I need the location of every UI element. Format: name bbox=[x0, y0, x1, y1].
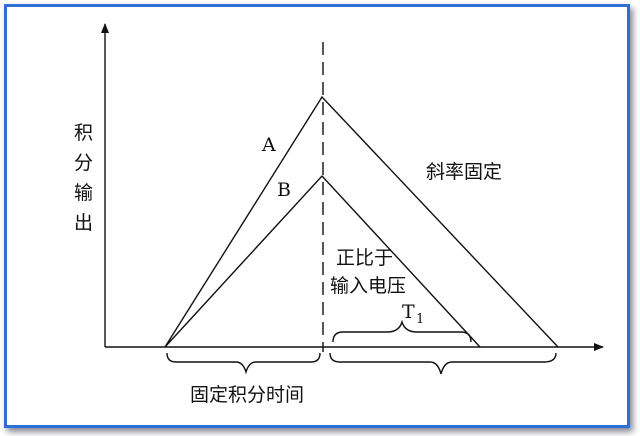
proportional-label-line2: 输入电压 bbox=[330, 275, 406, 297]
waveform-a bbox=[164, 95, 559, 348]
slope-fixed-label: 斜率固定 bbox=[426, 161, 502, 183]
fixed-time-label: 固定积分时间 bbox=[190, 384, 304, 406]
proportional-label-line1: 正比于 bbox=[336, 247, 393, 269]
fixed-time-brace bbox=[166, 352, 321, 375]
y-axis-label-char-2: 分 bbox=[74, 152, 93, 174]
y-axis-label-char-4: 出 bbox=[74, 212, 93, 234]
waveform-b bbox=[164, 174, 481, 348]
t1-label-subscript: 1 bbox=[416, 312, 424, 327]
diagram-frame bbox=[4, 4, 630, 428]
y-axis-label-char-3: 输 bbox=[74, 182, 93, 204]
line-a-label: A bbox=[261, 134, 276, 156]
t1-brace bbox=[332, 319, 472, 343]
y-axis-label-char-1: 积 bbox=[74, 122, 93, 144]
line-b-label: B bbox=[277, 179, 291, 201]
deintegration-brace bbox=[329, 352, 557, 375]
t1-label: T bbox=[402, 301, 415, 323]
